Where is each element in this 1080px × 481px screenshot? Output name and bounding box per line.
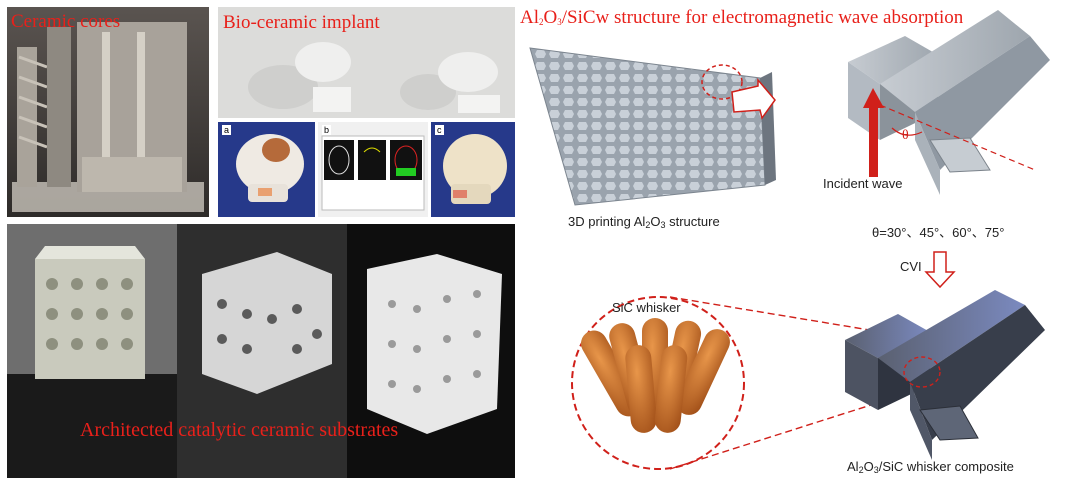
unit-cell-block — [848, 10, 1050, 195]
theta-label: θ — [902, 128, 909, 143]
em-diagram-title: Al2O3/SiCw structure for electromagnetic… — [520, 7, 964, 28]
hex-lattice-structure — [529, 47, 766, 206]
angle-list: θ=30°、45°、60°、75° — [872, 225, 1005, 240]
ceramic-cores-title: Ceramic cores — [11, 11, 121, 32]
bio-implant-title: Bio-ceramic implant — [223, 12, 380, 33]
bio-implant-photo: Bio-ceramic implant — [218, 7, 515, 118]
sic-whisker-label: SiC whisker — [612, 300, 681, 315]
skull-c-illustration — [431, 122, 515, 217]
skull-label-b: b — [322, 125, 332, 135]
incident-wave-arrow — [863, 88, 884, 177]
em-diagram-graphics — [529, 10, 1050, 470]
ceramic-cores-illustration — [7, 7, 209, 217]
zoom-arrow — [731, 77, 776, 120]
lattice-detail-circle — [701, 64, 743, 100]
ct-scan-illustration — [318, 122, 428, 217]
implant-teeth-illustration — [218, 7, 515, 118]
skull-panel-c: c — [431, 122, 515, 217]
composite-block — [845, 290, 1045, 460]
ceramic-cores-photo: Ceramic cores — [7, 7, 209, 217]
incident-wave-label: Incident wave — [823, 176, 903, 191]
printing-caption: 3D printing Al2O3 structure — [568, 214, 720, 230]
sic-whisker-bundle — [581, 318, 730, 433]
cvi-label: CVI — [900, 259, 922, 274]
skull-panel-b: b — [318, 122, 428, 217]
catalytic-title: Architected catalytic ceramic substrates — [80, 419, 399, 441]
lattice-cubes-illustration — [7, 224, 515, 478]
em-absorption-diagram: Al2O3/SiCw structure for electromagnetic… — [520, 0, 1080, 481]
composite-caption: Al2O3/SiC whisker composite — [847, 459, 1014, 475]
catalytic-substrates-photo: Architected catalytic ceramic substrates — [7, 224, 515, 478]
cvi-arrow — [924, 251, 956, 289]
skull-label-c: c — [435, 125, 444, 135]
skull-a-illustration — [218, 122, 315, 217]
skull-label-a: a — [222, 125, 232, 135]
skull-panel-a: a — [218, 122, 315, 217]
